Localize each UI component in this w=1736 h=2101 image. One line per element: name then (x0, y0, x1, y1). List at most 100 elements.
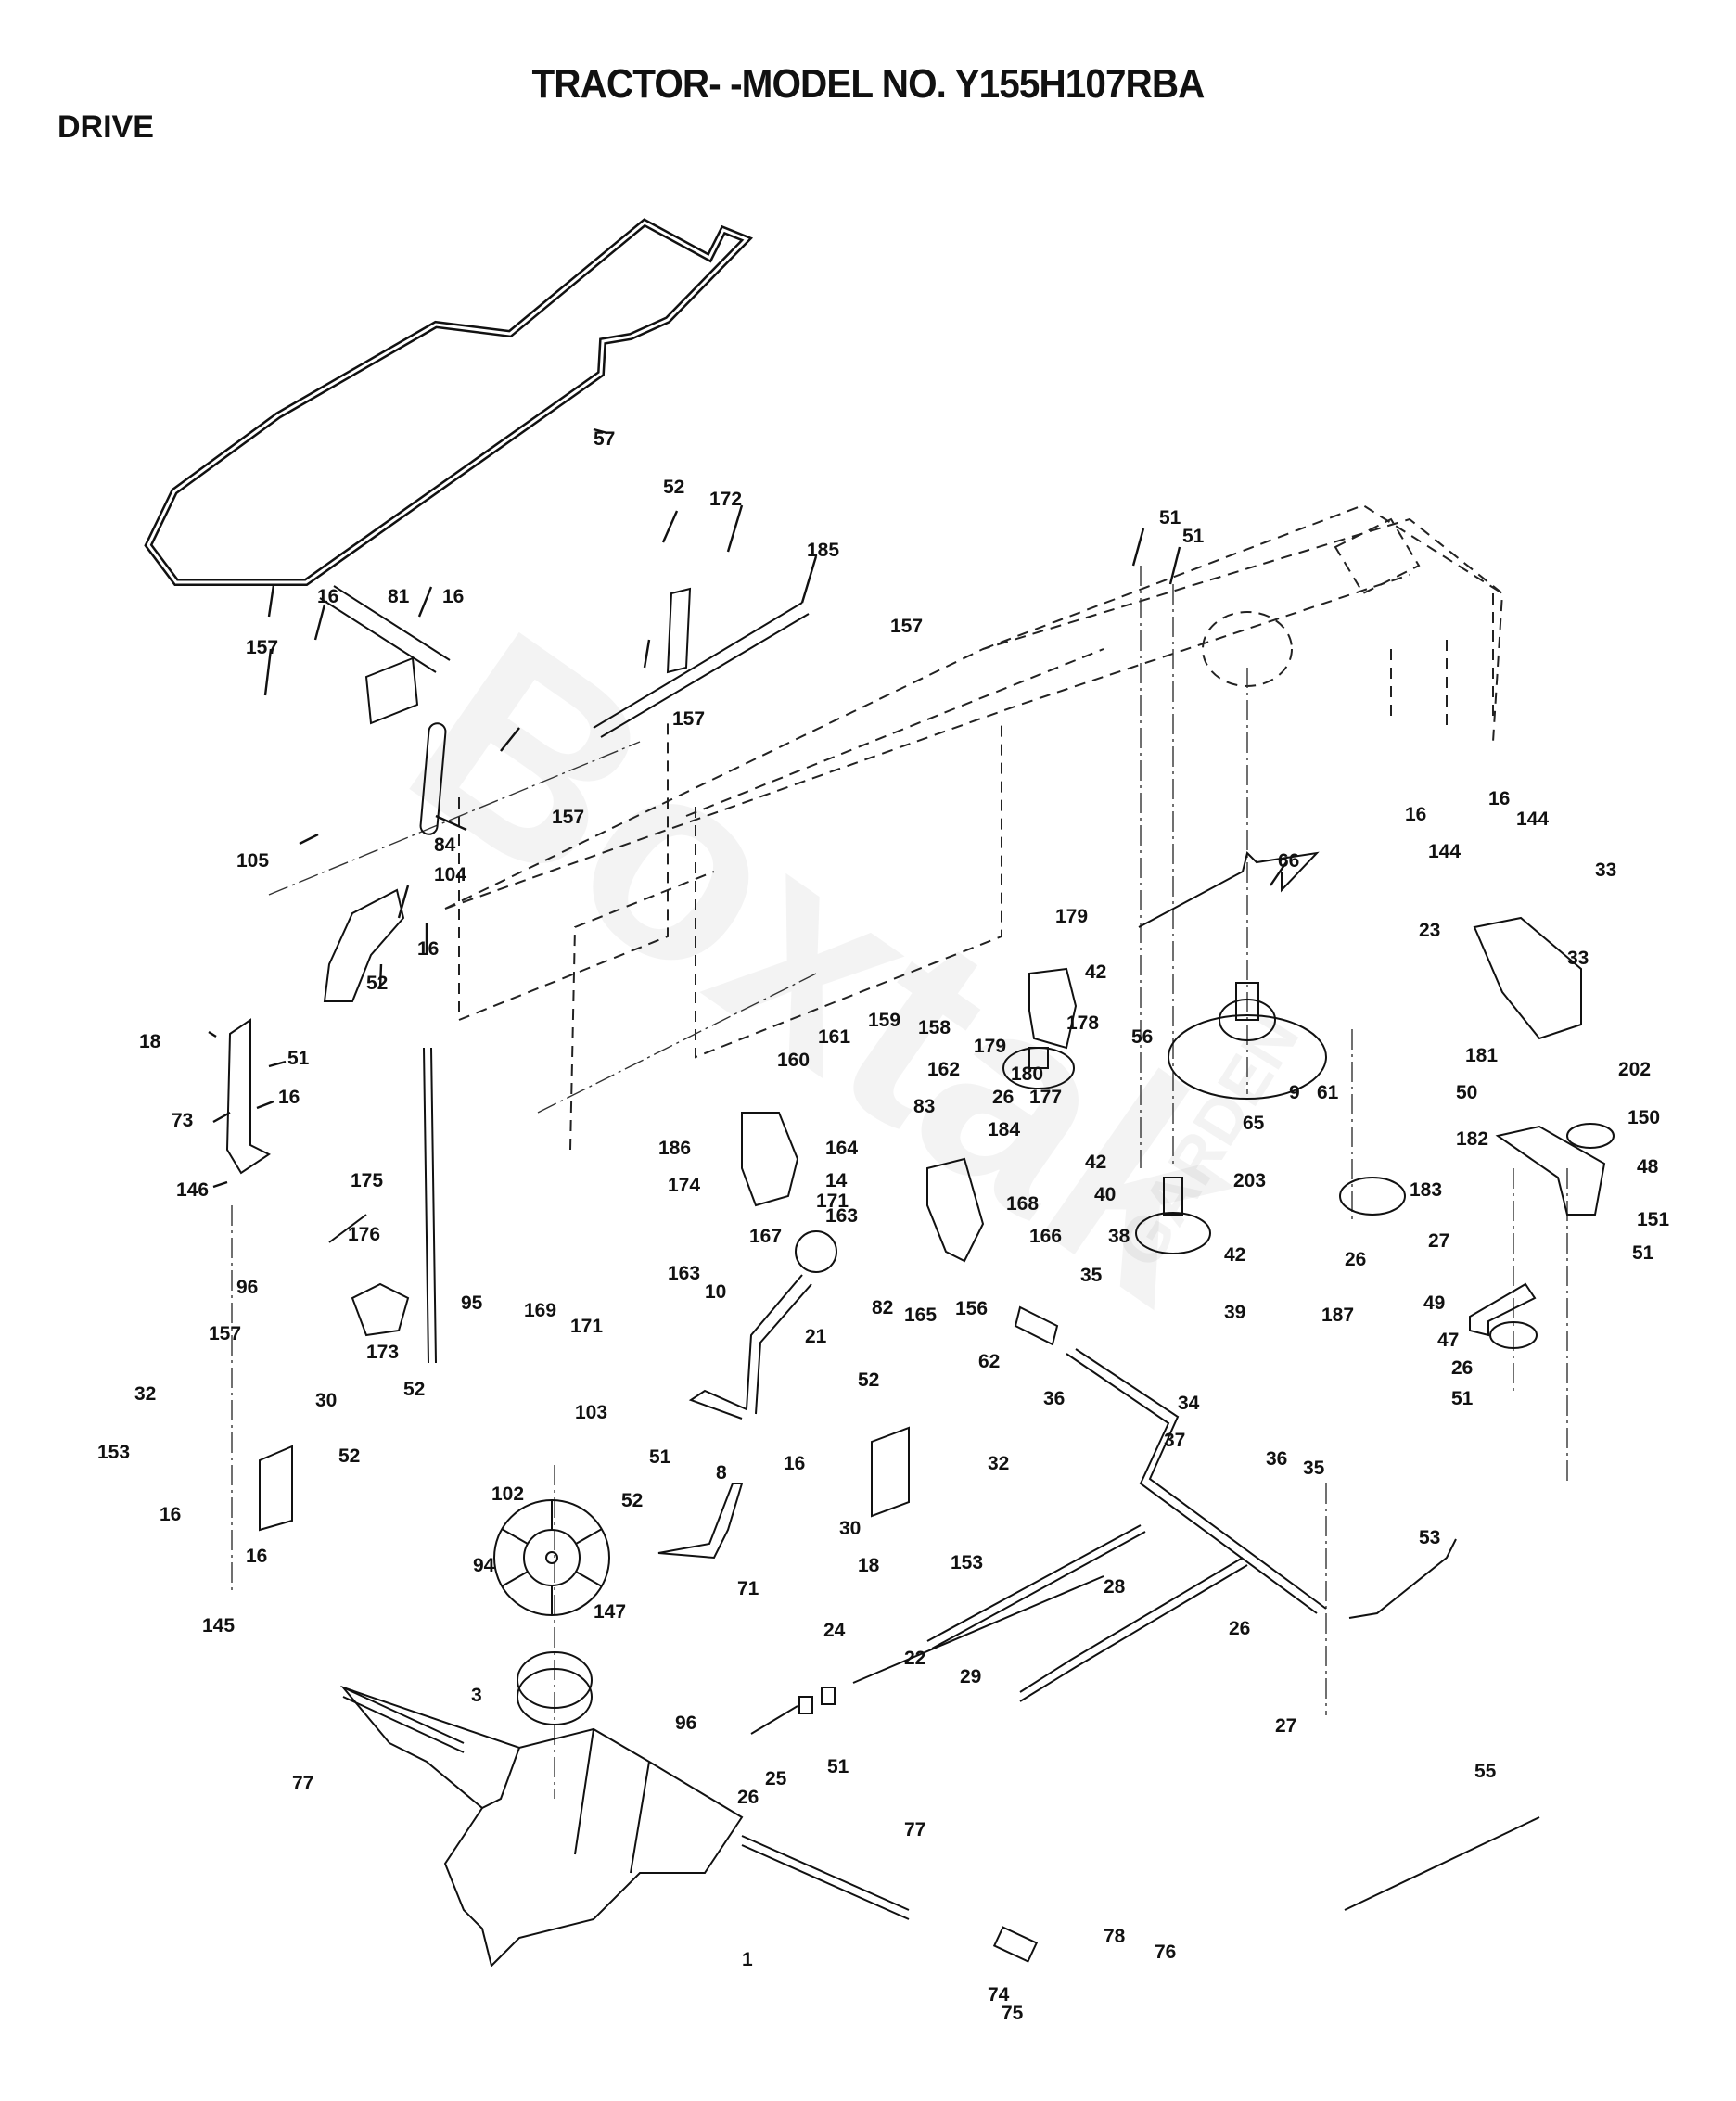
callout-16: 16 (1405, 804, 1426, 825)
callout-75: 75 (1002, 2003, 1024, 2024)
callout-23: 23 (1419, 920, 1440, 941)
callout-94: 94 (473, 1555, 495, 1576)
callout-163: 163 (825, 1205, 858, 1227)
callout-16: 16 (160, 1504, 181, 1525)
callout-51: 51 (1182, 526, 1205, 547)
callout-10: 10 (705, 1281, 726, 1303)
callout-62: 62 (978, 1351, 1000, 1372)
callout-30: 30 (315, 1390, 337, 1411)
callout-166: 166 (1029, 1226, 1062, 1247)
page-title: TRACTOR- -MODEL NO. Y155H107RBA (531, 61, 1205, 107)
callout-52: 52 (338, 1445, 360, 1467)
callout-28: 28 (1104, 1576, 1126, 1598)
callout-167: 167 (749, 1226, 782, 1247)
part-shapes (225, 585, 1615, 1967)
callout-16: 16 (246, 1546, 267, 1567)
tractor-frame (444, 503, 1504, 1151)
callout-157: 157 (209, 1323, 241, 1344)
callout-26: 26 (737, 1787, 759, 1808)
callout-151: 151 (1637, 1209, 1669, 1230)
callout-52: 52 (663, 477, 684, 498)
callout-51: 51 (827, 1756, 849, 1777)
callout-144: 144 (1428, 841, 1461, 862)
callout-146: 146 (176, 1179, 209, 1201)
callout-160: 160 (777, 1050, 810, 1071)
callout-21: 21 (805, 1326, 827, 1347)
callout-83: 83 (913, 1096, 935, 1117)
callout-171: 171 (816, 1191, 849, 1212)
callout-156: 156 (955, 1298, 988, 1319)
callout-145: 145 (202, 1615, 235, 1636)
callout-57: 57 (594, 428, 615, 450)
callout-52: 52 (403, 1379, 425, 1400)
callout-51: 51 (1159, 507, 1181, 528)
callout-32: 32 (988, 1453, 1009, 1474)
callout-183: 183 (1410, 1179, 1442, 1201)
callout-29: 29 (960, 1666, 981, 1687)
callout-157: 157 (672, 708, 705, 730)
callout-42: 42 (1085, 961, 1106, 983)
callout-77: 77 (904, 1819, 925, 1840)
callout-61: 61 (1317, 1082, 1339, 1103)
drive-belt (144, 218, 754, 586)
callout-51: 51 (1451, 1388, 1474, 1409)
callout-78: 78 (1104, 1926, 1126, 1947)
callout-81: 81 (388, 586, 410, 607)
callout-168: 168 (1006, 1193, 1039, 1215)
callout-84: 84 (434, 834, 456, 856)
callout-27: 27 (1428, 1230, 1449, 1252)
callout-30: 30 (839, 1518, 861, 1539)
callout-52: 52 (621, 1490, 643, 1511)
callout-172: 172 (709, 489, 742, 510)
callout-38: 38 (1108, 1226, 1130, 1247)
callout-76: 76 (1155, 1942, 1176, 1963)
callout-150: 150 (1628, 1107, 1660, 1128)
callout-35: 35 (1080, 1265, 1103, 1286)
callout-25: 25 (765, 1768, 787, 1789)
callout-49: 49 (1423, 1292, 1445, 1314)
callout-56: 56 (1131, 1026, 1153, 1048)
callout-14: 14 (825, 1170, 848, 1191)
callout-157: 157 (246, 637, 278, 658)
callout-52: 52 (366, 973, 388, 994)
callout-177: 177 (1029, 1087, 1062, 1108)
callout-66: 66 (1278, 850, 1299, 872)
callout-33: 33 (1595, 860, 1616, 881)
callout-158: 158 (918, 1017, 951, 1038)
callout-labels: 57 52 172 185 157 16 81 16 157 157 157 8… (97, 428, 1669, 2024)
callout-16: 16 (784, 1453, 805, 1474)
callout-169: 169 (524, 1300, 556, 1321)
callout-173: 173 (366, 1342, 399, 1363)
callout-105: 105 (236, 850, 269, 872)
callout-202: 202 (1618, 1059, 1651, 1080)
callout-165: 165 (904, 1305, 937, 1326)
callout-157: 157 (890, 616, 923, 637)
watermark: Boxtak GARDEN (360, 572, 1312, 1360)
callout-161: 161 (818, 1026, 850, 1048)
callout-182: 182 (1456, 1128, 1488, 1150)
callout-144: 144 (1516, 809, 1549, 830)
callout-26: 26 (1451, 1357, 1473, 1379)
callout-96: 96 (675, 1713, 696, 1734)
callout-180: 180 (1011, 1063, 1043, 1085)
callout-22: 22 (904, 1648, 925, 1669)
assembly-centerlines (231, 566, 1568, 1799)
callout-26: 26 (992, 1087, 1014, 1108)
callout-9: 9 (1289, 1082, 1300, 1103)
callout-181: 181 (1465, 1045, 1498, 1066)
callout-27: 27 (1275, 1715, 1296, 1737)
callout-36: 36 (1043, 1388, 1065, 1409)
callout-51: 51 (287, 1048, 310, 1069)
section-title: DRIVE (57, 109, 154, 145)
callout-36: 36 (1266, 1448, 1287, 1470)
callout-74: 74 (988, 1984, 1010, 2006)
callout-71: 71 (737, 1578, 760, 1599)
callout-96: 96 (236, 1277, 258, 1298)
callout-42: 42 (1224, 1244, 1245, 1266)
callout-171: 171 (570, 1316, 603, 1337)
callout-42: 42 (1085, 1152, 1106, 1173)
callout-103: 103 (575, 1402, 607, 1423)
callout-55: 55 (1474, 1761, 1497, 1782)
callout-162: 162 (927, 1059, 960, 1080)
